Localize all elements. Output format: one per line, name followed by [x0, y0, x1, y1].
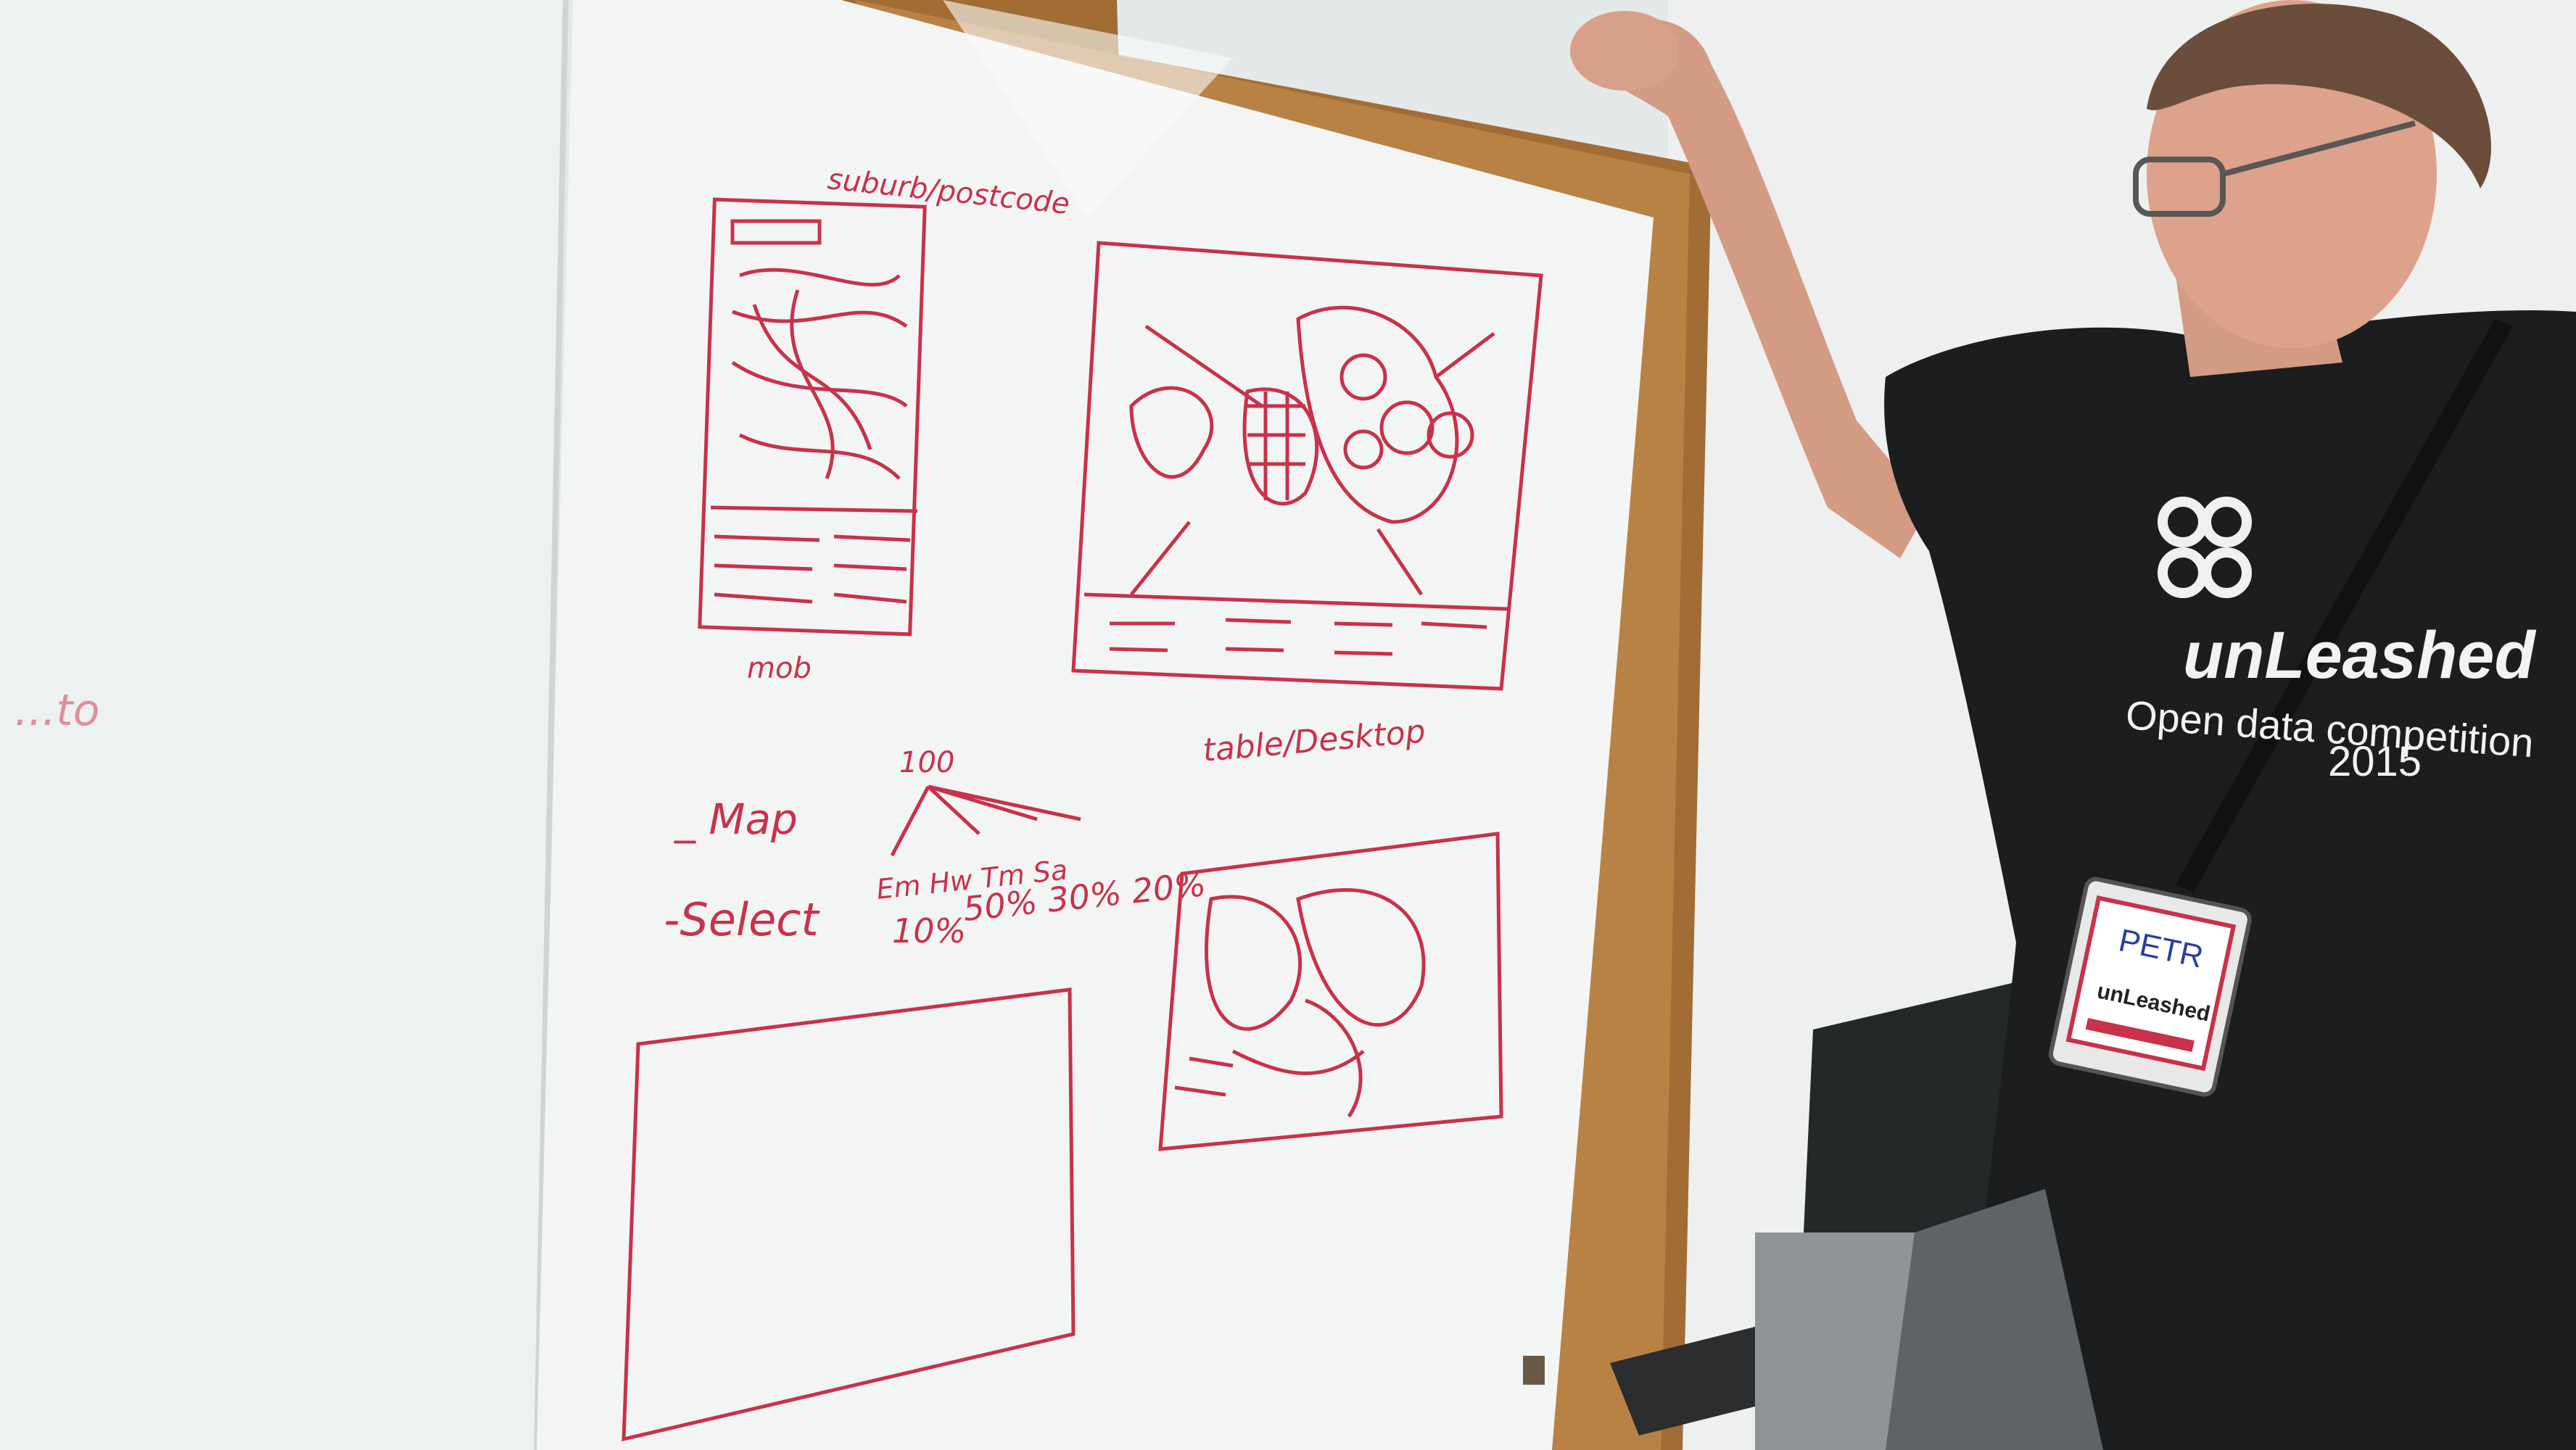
mobile-frame	[698, 197, 927, 637]
sketch-mobile	[698, 197, 927, 637]
shirt-brand: unLeashed	[2183, 618, 2536, 692]
glasses	[2133, 120, 2416, 217]
name-badge: PETR unLeashed	[2048, 877, 2252, 1097]
sketch-map	[1158, 832, 1503, 1151]
desktop-frame	[1071, 241, 1543, 691]
note-map: _ Map	[674, 795, 798, 844]
note-tree-lines	[890, 784, 1081, 857]
shirt-logo-icon	[2158, 497, 2252, 598]
person	[1884, 0, 2576, 1450]
sketch-desktop	[1071, 241, 1543, 691]
mobile-caption: mob	[747, 652, 812, 685]
shirt-year: 2015	[2328, 738, 2422, 785]
whiteboard	[537, 0, 1654, 1450]
note-total: 100	[899, 746, 954, 779]
note-select: -Select	[664, 893, 820, 946]
left-whiteboard: ...to	[0, 0, 569, 1450]
svg-text:...to: ...to	[15, 685, 99, 736]
note-percent-b: 10%	[892, 911, 966, 950]
sketch-empty-frame	[622, 987, 1076, 1442]
notes: _ Map -Select 100 Em Hw Tm Sa 50% 30% 20…	[664, 746, 1208, 950]
person-arm	[1570, 11, 1929, 559]
binder-clip	[1523, 1356, 1545, 1385]
